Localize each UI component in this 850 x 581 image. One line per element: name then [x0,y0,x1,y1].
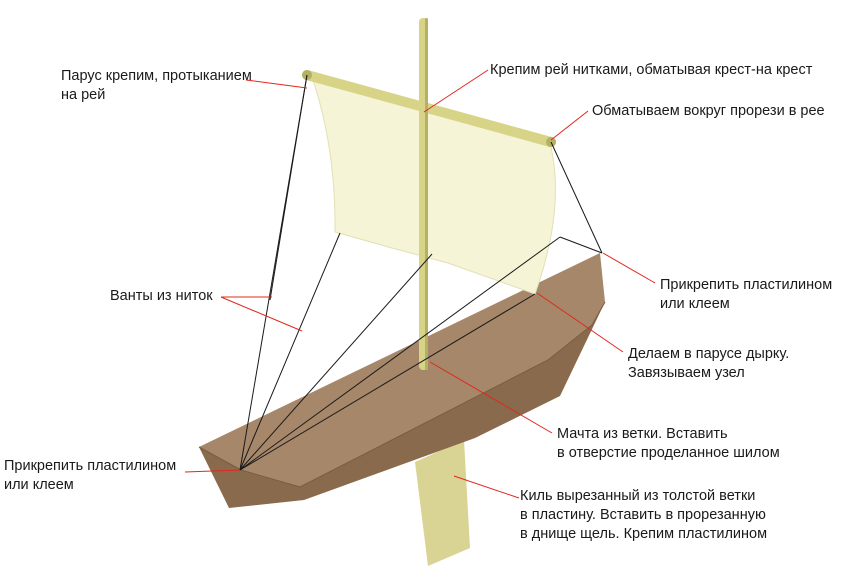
label-attach-right: Прикрепить пластилином или клеем [660,277,833,312]
label-keel: Киль вырезанный из толстой ветки в пласт… [520,488,768,542]
hull-top [199,253,605,487]
label-attach-left: Прикрепить пластилином или клеем [4,458,177,493]
sail [312,79,556,295]
label-wrap-slot: Обматываем вокруг прорези в рее [592,103,825,119]
label-yard-tie: Крепим рей нитками, обматывая крест-на к… [490,62,813,78]
mast-front-shade [425,80,428,280]
rigging [239,74,603,471]
leader-lines [184,69,656,499]
hull-side [199,302,605,508]
label-sail-hole: Делаем в парусе дырку. Завязываем узел [628,346,790,381]
label-sail-attach: Парус крепим, протыканием на рей [61,68,252,103]
label-mast: Мачта из ветки. Вставить в отверстие про… [557,426,780,461]
label-shrouds: Ванты из ниток [110,288,213,304]
keel [415,440,470,566]
hull-edge [198,301,606,488]
